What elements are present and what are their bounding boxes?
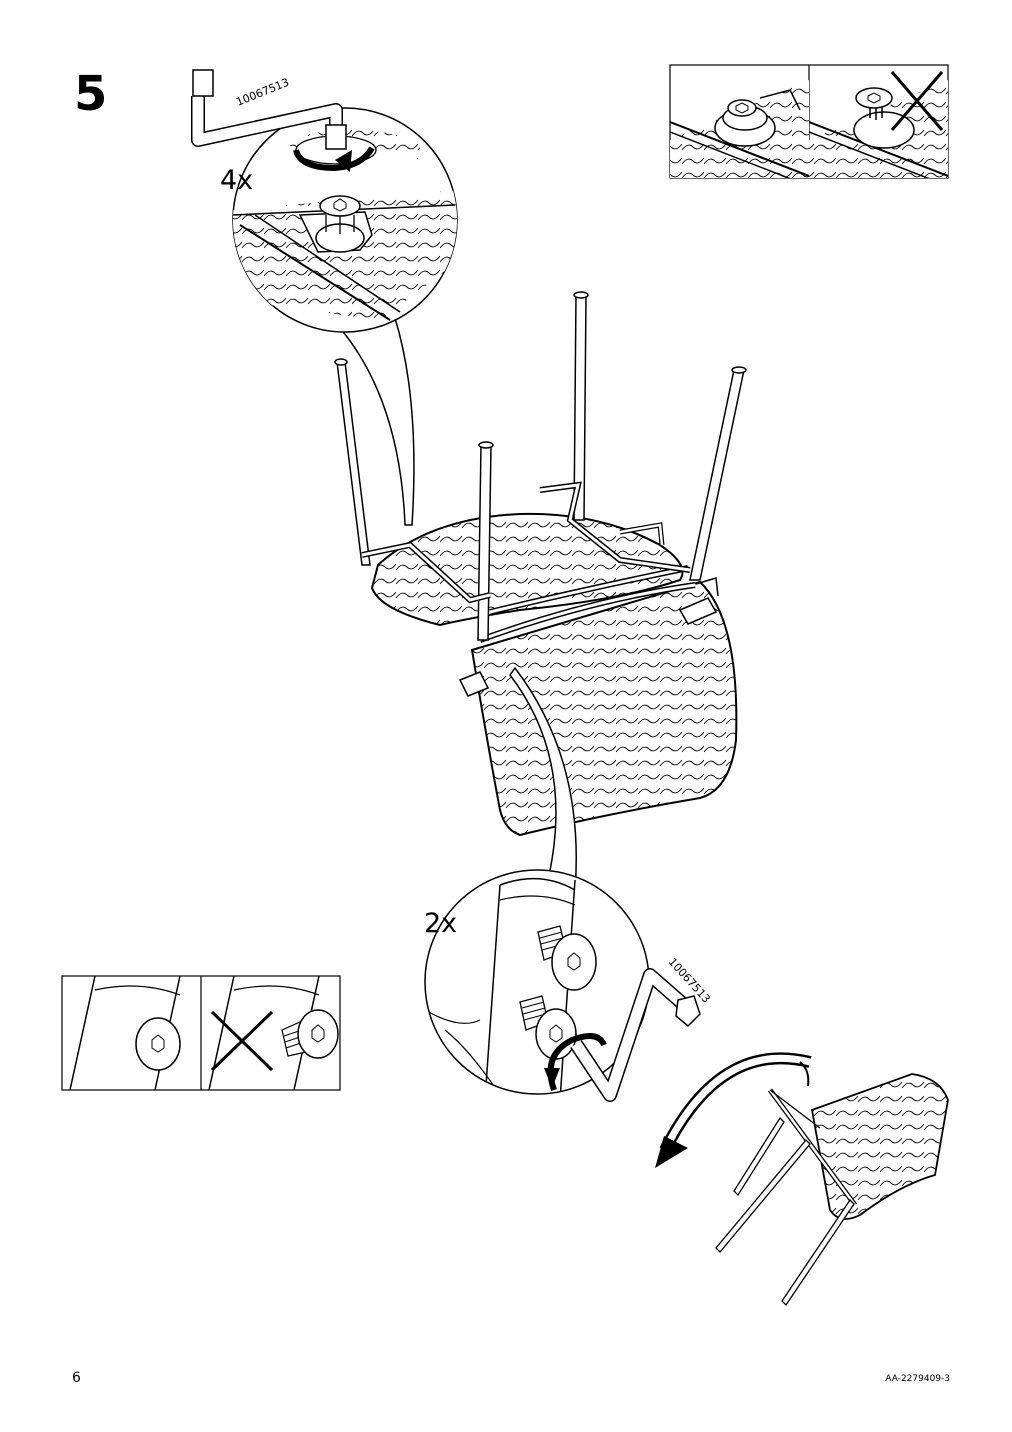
page-number: 6 <box>72 1370 81 1386</box>
tool-code-top: 10067513 <box>234 76 291 109</box>
correct-bolt-view <box>670 80 809 178</box>
quantity-label-top: 4x <box>220 165 254 196</box>
detail-magnifier-top: 10067513 <box>191 69 458 526</box>
correct-screw-view <box>69 976 181 1090</box>
cross-icon <box>210 1010 274 1072</box>
comparison-panel-top <box>669 64 949 179</box>
rotate-arrow-icon <box>544 1033 607 1091</box>
flip-chair-illustration <box>655 1052 949 1307</box>
chair-illustration <box>334 291 747 837</box>
comparison-panel-left <box>61 975 341 1091</box>
incorrect-screw-view <box>208 976 339 1090</box>
step-number: 5 <box>74 66 108 122</box>
cross-icon <box>890 71 944 131</box>
quantity-label-bottom: 2x <box>424 908 458 939</box>
document-code: AA-2279409-3 <box>885 1374 950 1384</box>
rotate-arrow-icon <box>293 146 375 172</box>
flip-arrow-icon <box>655 1136 688 1168</box>
detail-magnifier-bottom: 10067513 <box>424 666 713 1102</box>
